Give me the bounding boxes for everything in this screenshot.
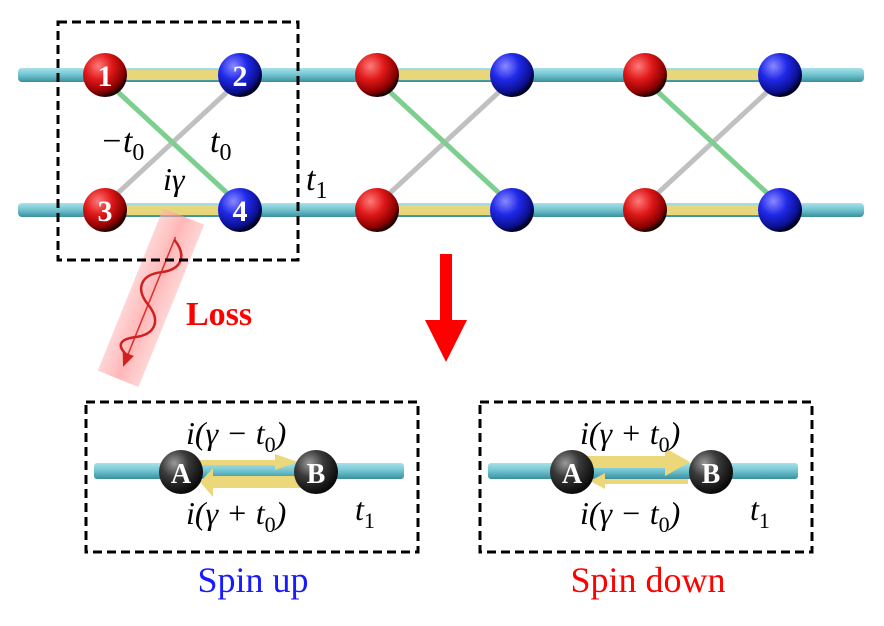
site-a-down-label: A [562,459,583,490]
site-a-up [159,450,203,494]
down-arrow-icon [425,254,467,362]
loss-beam [97,208,205,388]
spin-down-model: A B i(γ + t0) i(γ − t0) t1 [478,400,814,554]
site-a-down [550,450,594,494]
spin-up-top-coupling: i(γ − t0) [186,415,286,457]
green-bond-cell2 [374,77,515,208]
bond-cell2-top [377,70,512,80]
site-a-cell3-top [623,53,667,97]
site-2 [218,53,262,97]
site-label-1: 1 [98,60,113,93]
bond-cell3-bottom [645,205,780,215]
loss-label: Loss [186,296,252,333]
site-1 [83,53,127,97]
intra-bonds [105,70,780,215]
site-label-2: 2 [233,60,248,93]
site-b-down-label: B [702,459,721,490]
spin-down-t1: t1 [750,491,770,533]
site-b-cell2-bottom [490,188,534,232]
site-label-4: 4 [233,195,248,228]
label-igamma: iγ [163,161,186,197]
spin-down-box [478,400,814,554]
arrow-right-icon [665,448,690,476]
site-a-up-label: A [171,459,192,490]
site-a-cell2-top [355,53,399,97]
site-b-up [294,450,338,494]
sites [83,53,802,232]
green-bond-cell3 [642,77,783,208]
label-t0: t0 [210,123,231,166]
site-label-3: 3 [98,195,113,228]
beam-arrowhead-icon [122,351,134,367]
unit-cell-box [56,20,300,262]
spin-down-top-coupling: i(γ + t0) [580,415,680,457]
spin-down-caption: Spin down [570,560,725,600]
spin-up-model: A B i(γ − t0) i(γ + t0) t1 [84,400,420,554]
bond-1-2 [105,70,240,80]
spin-up-box [84,400,420,554]
arrow-right-icon [275,454,298,470]
site-b-up-label: B [307,459,326,490]
site-4 [218,188,262,232]
arrow-left-icon [590,473,605,489]
site-3 [83,188,127,232]
bond-cell3-top [645,70,780,80]
spin-up-bottom-coupling: i(γ + t0) [186,495,286,537]
label-neg-t0: −t0 [100,123,144,166]
bond-cell2-bottom [377,205,512,215]
label-t1: t1 [306,161,327,204]
spin-up-t1: t1 [355,491,375,533]
site-a-cell3-bottom [623,188,667,232]
arrow-left-icon [200,468,213,497]
site-a-cell2-bottom [355,188,399,232]
site-b-cell3-bottom [758,188,802,232]
green-bond-1-4 [102,77,243,208]
site-b-down [689,450,733,494]
site-b-cell3-top [758,53,802,97]
site-b-cell2-top [490,53,534,97]
spin-up-caption: Spin up [197,560,308,600]
wave-icon [119,238,183,357]
spin-down-bottom-coupling: i(γ − t0) [580,495,680,537]
bond-3-4 [105,205,240,215]
